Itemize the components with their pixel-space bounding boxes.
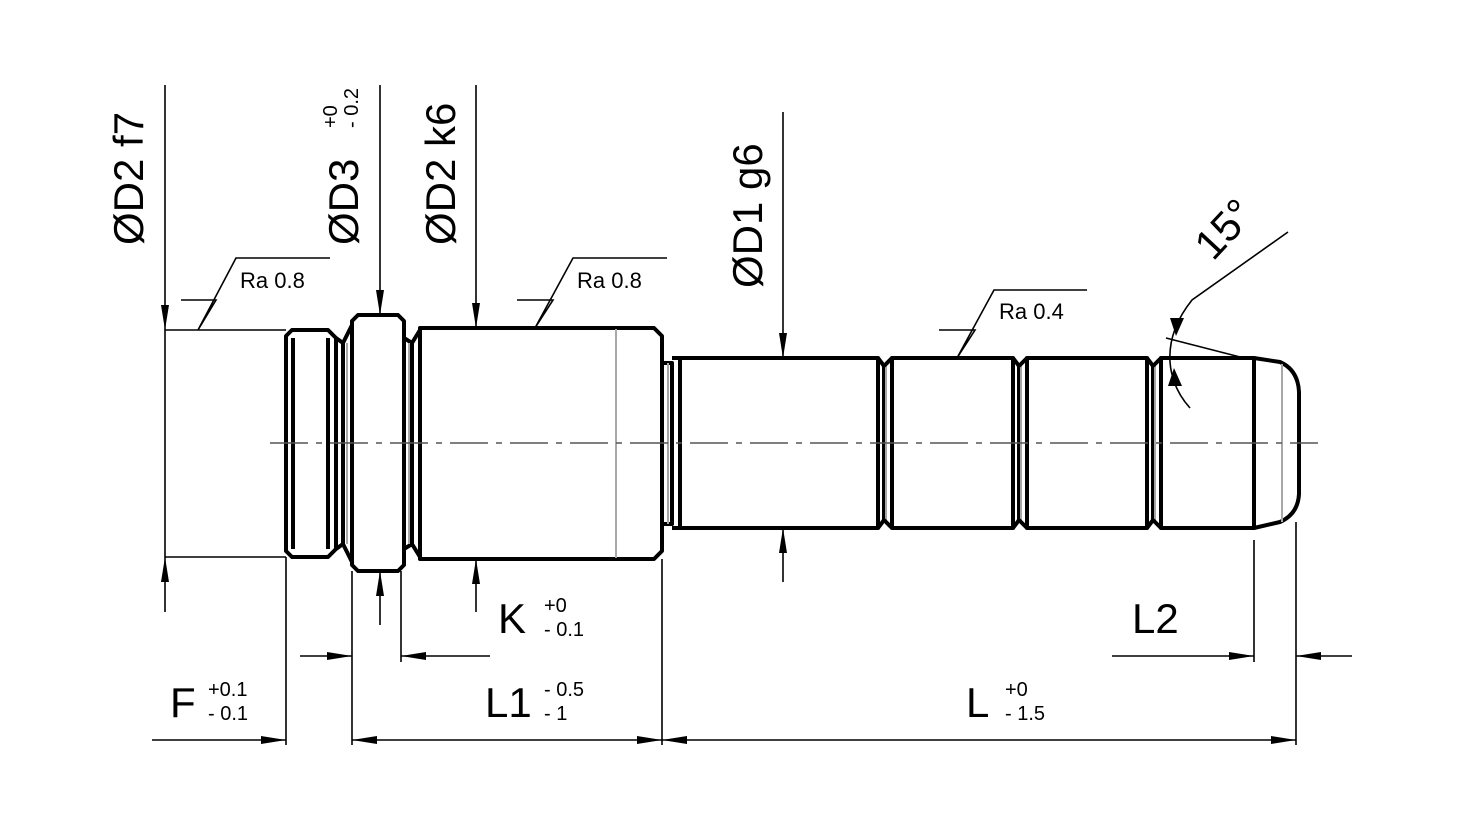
l2-dimension: L2 xyxy=(1112,540,1352,662)
l2-label: L2 xyxy=(1132,595,1179,642)
l1-tol-upper: - 0.5 xyxy=(544,679,584,701)
d1-g6-dimension: ØD1 g6 xyxy=(724,112,787,582)
flange xyxy=(350,313,406,573)
l-tol-upper: +0 xyxy=(1005,679,1028,701)
roughness-symbol-left: Ra 0.8 xyxy=(181,257,330,331)
d2-body xyxy=(418,326,664,561)
d2-f7-dimension: ØD2 f7 xyxy=(105,85,286,612)
l-dimension: L +0 - 1.5 xyxy=(662,522,1297,745)
roughness-middle-label: Ra 0.8 xyxy=(577,268,642,293)
left-collar xyxy=(284,328,338,559)
l-label: L xyxy=(966,679,989,726)
d2-f7-label: ØD2 f7 xyxy=(105,112,152,245)
l1-tol-lower: - 1 xyxy=(544,703,567,725)
roughness-symbol-right: Ra 0.4 xyxy=(939,289,1087,359)
roughness-symbol-middle: Ra 0.8 xyxy=(517,257,667,329)
k-tol-lower: - 0.1 xyxy=(544,619,584,641)
roughness-right-label: Ra 0.4 xyxy=(999,299,1064,324)
d3-tol-upper: +0 xyxy=(320,105,342,128)
d3-tol-lower: - 0.2 xyxy=(341,88,363,128)
roughness-left-label: Ra 0.8 xyxy=(240,268,305,293)
f-dimension: F +0.1 - 0.1 xyxy=(152,557,287,745)
d1-g6-label: ØD1 g6 xyxy=(724,143,771,288)
d3-label: ØD3 xyxy=(320,159,367,245)
k-dimension: K +0 - 0.1 xyxy=(300,571,584,745)
d3-dimension: ØD3 +0 - 0.2 xyxy=(320,85,384,625)
k-label: K xyxy=(498,595,526,642)
l1-label: L1 xyxy=(485,679,532,726)
d2-k6-dimension: ØD2 k6 xyxy=(417,85,480,612)
angle-label: 15° xyxy=(1185,190,1263,269)
l1-dimension: L1 - 0.5 - 1 xyxy=(352,559,663,745)
f-tol-lower: - 0.1 xyxy=(208,703,248,725)
f-tol-upper: +0.1 xyxy=(208,679,247,701)
angle-dimension: 15° xyxy=(1165,190,1289,409)
l-tol-lower: - 1.5 xyxy=(1005,703,1045,725)
f-label: F xyxy=(170,679,196,726)
k-tol-upper: +0 xyxy=(544,595,567,617)
d2-k6-label: ØD2 k6 xyxy=(417,103,464,245)
